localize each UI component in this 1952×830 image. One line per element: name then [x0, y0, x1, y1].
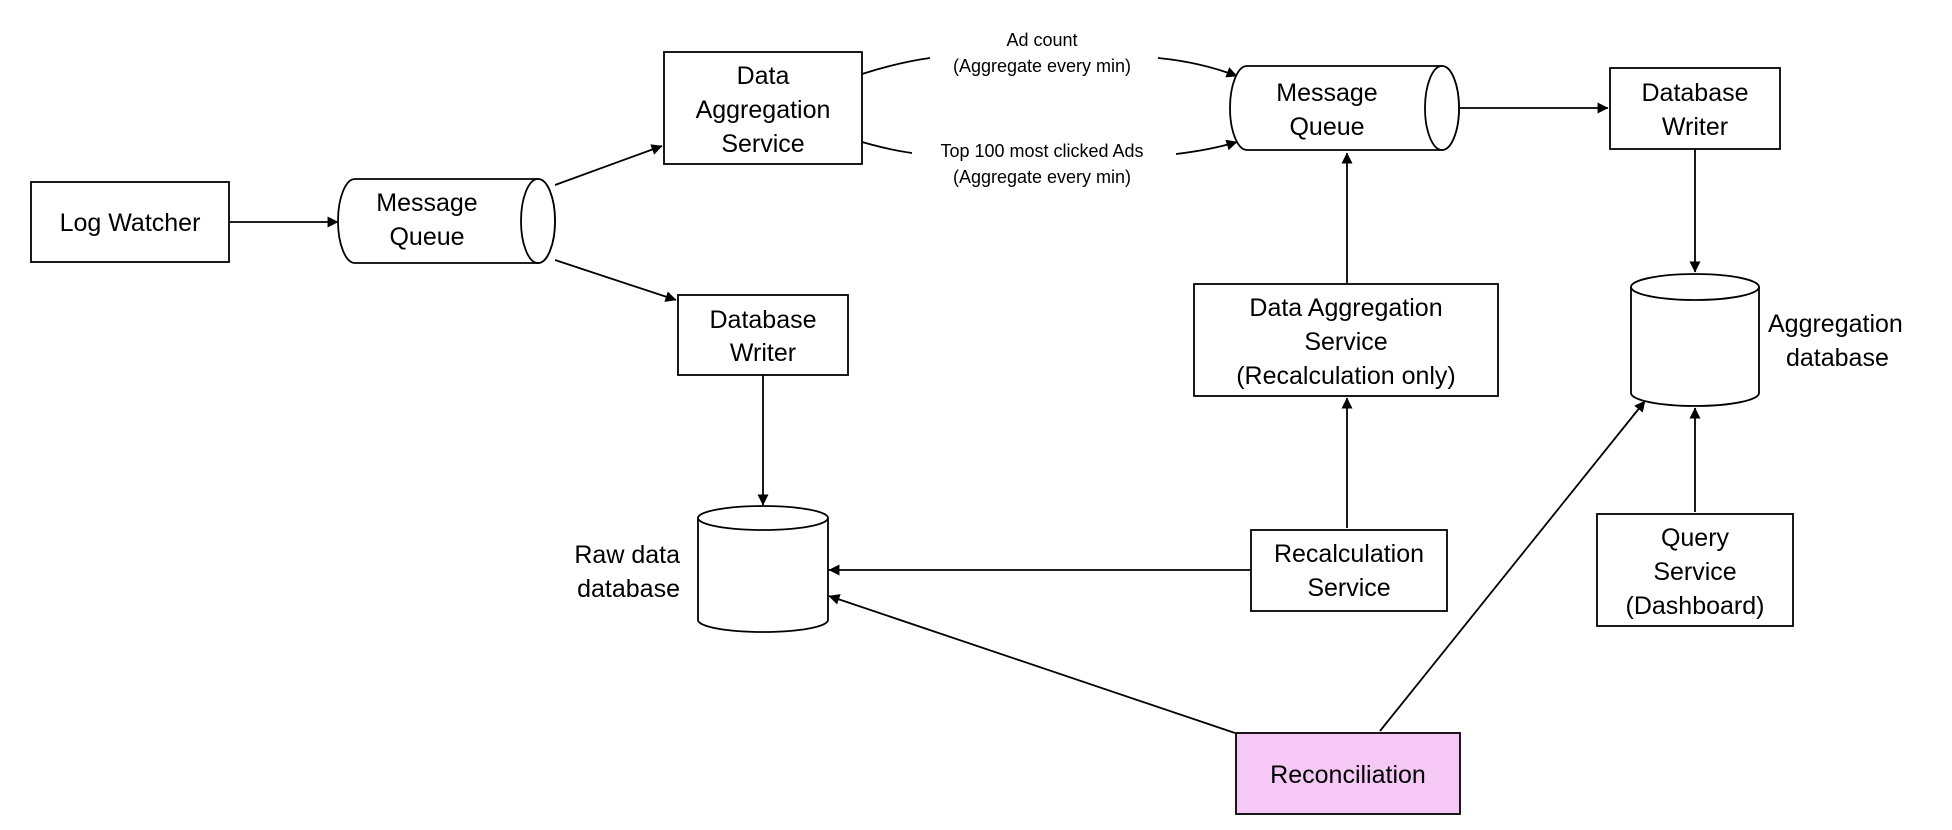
data-aggregation-service-label-line3: Service: [721, 130, 804, 158]
edge-label-top-ads: Top 100 most clicked Ads (Aggregate ever…: [940, 141, 1143, 187]
database-writer-2-label-line2: Writer: [1662, 113, 1728, 141]
reconciliation-rect: [1235, 732, 1461, 815]
recalculation-service-label-line1: Recalculation: [1274, 540, 1424, 568]
data-aggregation-recalc-label-line3: (Recalculation only): [1236, 362, 1456, 390]
message-queue-2: Message Queue: [1229, 65, 1460, 151]
message-queue-1-label-line2: Queue: [389, 223, 464, 251]
edge-label-ad-count-line1: Ad count: [1006, 30, 1077, 50]
query-service-label-line1: Query: [1661, 524, 1730, 552]
edge-queue1-to-aggregation: [554, 144, 663, 186]
edge-label-top-ads-line2: (Aggregate every min): [953, 167, 1131, 187]
data-aggregation-service-label-line2: Aggregation: [696, 96, 831, 124]
reconciliation-label: Reconciliation: [1270, 761, 1426, 789]
recalculation-service-box: Recalculation Service: [1250, 529, 1448, 612]
edge-label-ad-count: Ad count (Aggregate every min): [953, 30, 1131, 76]
raw-data-database: Raw data database: [574, 505, 829, 633]
edge-topads-label-to-queue2: [1175, 139, 1238, 155]
edge-reconciliation-to-aggregation-db: [1379, 400, 1646, 732]
edges: [230, 57, 1701, 734]
data-aggregation-recalc-label-line1: Data Aggregation: [1249, 294, 1442, 322]
data-aggregation-service-box: Data Aggregation Service: [663, 51, 863, 165]
message-queue-1: Message Queue: [337, 178, 556, 264]
message-queue-2-label-line1: Message: [1276, 79, 1377, 107]
edge-adcount-label-to-queue2: [1157, 57, 1238, 78]
database-writer-2-label-line1: Database: [1641, 79, 1748, 107]
query-service-label-line3: (Dashboard): [1626, 592, 1765, 620]
query-service-label-line2: Service: [1653, 558, 1736, 586]
reconciliation-box: Reconciliation: [1235, 732, 1461, 815]
database-writer-1-box: Database Writer: [677, 294, 849, 376]
raw-data-database-label-line1: Raw data: [574, 541, 680, 569]
data-aggregation-service-label-line1: Data: [737, 62, 790, 90]
database-writer-1-label-line1: Database: [709, 306, 816, 334]
message-queue-2-label-line2: Queue: [1289, 113, 1364, 141]
data-aggregation-recalc-box: Data Aggregation Service (Recalculation …: [1193, 283, 1499, 397]
aggregation-database-label-line2: database: [1786, 344, 1889, 372]
edge-queue1-to-dbwriter1: [554, 259, 677, 302]
aggregation-database: Aggregation database: [1630, 273, 1903, 407]
raw-data-database-label-line2: database: [577, 575, 680, 603]
edge-label-ad-count-line2: (Aggregate every min): [953, 56, 1131, 76]
log-watcher-box: Log Watcher: [30, 181, 230, 263]
recalculation-service-label-line2: Service: [1307, 574, 1390, 602]
database-writer-1-label-line2: Writer: [730, 339, 796, 367]
data-aggregation-recalc-label-line2: Service: [1304, 328, 1387, 356]
edge-aggregation-to-queue2-topads: [861, 141, 913, 154]
log-watcher-label: Log Watcher: [60, 209, 201, 237]
aggregation-database-label-line1: Aggregation: [1768, 310, 1903, 338]
edge-aggregation-to-queue2-adcount: [861, 57, 931, 75]
message-queue-1-label-line1: Message: [376, 189, 477, 217]
edge-reconciliation-to-raw-db: [828, 594, 1236, 734]
query-service-box: Query Service (Dashboard): [1596, 513, 1794, 627]
database-writer-2-box: Database Writer: [1609, 67, 1781, 150]
edge-label-top-ads-line1: Top 100 most clicked Ads: [940, 141, 1143, 161]
